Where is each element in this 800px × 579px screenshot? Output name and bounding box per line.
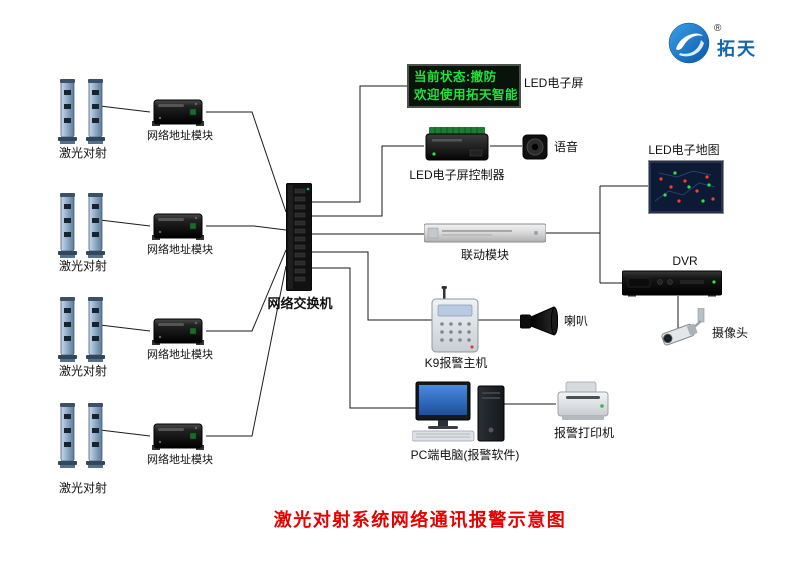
led-display-line2: 欢迎使用拓天智能: [414, 88, 519, 102]
wire-switch-pc: [312, 267, 416, 409]
printer-icon: [557, 381, 609, 420]
dvr-label: DVR: [672, 254, 698, 268]
led-controller-icon: [425, 127, 489, 161]
horn-label: 喇叭: [564, 314, 589, 328]
led-display-label: LED电子屏: [524, 76, 584, 90]
laser-pair-3: [58, 296, 106, 369]
voice-speaker: [522, 134, 548, 165]
wire-switch-controller: [312, 145, 424, 217]
k9-alarm-host-label: K9报警主机: [424, 356, 488, 370]
laser-pair-label: 激光对射: [58, 364, 107, 378]
network-module-label: 网络地址模块: [147, 454, 213, 466]
laser-tower-icon: [58, 193, 105, 258]
pc-workstation: [411, 380, 508, 447]
linkage-module-label: 联动模块: [460, 248, 509, 262]
wire-laser1-module1: [99, 105, 151, 113]
printer-label: 报警打印机: [553, 426, 614, 440]
led-controller-label: LED电子屏控制器: [409, 168, 505, 182]
wire-module1-switch: [206, 111, 287, 213]
pc-icon: [411, 381, 505, 442]
laser-pair-4: [58, 402, 106, 475]
led-display-line1: 当前状态:撤防: [414, 69, 497, 84]
brand-name: 拓天: [717, 39, 757, 59]
dvr-icon: [621, 270, 723, 297]
network-module-label: 网络地址模块: [147, 349, 213, 361]
led-controller: [424, 126, 490, 169]
voice-label: 语音: [554, 140, 579, 154]
voice-speaker-icon: [522, 134, 548, 160]
network-switch: [285, 182, 313, 296]
horn-speaker: [519, 306, 559, 341]
network-module-3: [150, 316, 206, 351]
led-display: 当前状态:撤防 欢迎使用拓天智能: [407, 64, 521, 108]
network-switch-label: 网络交换机: [267, 296, 333, 311]
network-module-icon: [152, 213, 204, 240]
dvr: [621, 270, 723, 302]
diagram-title: 激光对射系统网络通讯报警示意图: [273, 510, 567, 530]
laser-tower-icon: [58, 79, 105, 144]
laser-pair-label: 激光对射: [58, 259, 107, 273]
wire-laser3-module3: [99, 324, 151, 332]
wire-switch-ledscreen: [312, 85, 407, 203]
camera-label: 摄像头: [712, 326, 749, 340]
linkage-module: [423, 222, 547, 249]
camera-icon: [661, 307, 705, 346]
wire-laser2-module2: [99, 219, 151, 227]
network-module-label: 网络地址模块: [147, 130, 213, 142]
laser-pair-label: 激光对射: [58, 481, 107, 495]
wire-laser4-module4: [99, 429, 151, 437]
laser-pair-label: 激光对射: [58, 146, 107, 160]
network-module-2: [150, 211, 206, 246]
network-module-4: [150, 421, 206, 456]
linkage-module-icon: [423, 223, 547, 243]
camera: [658, 307, 706, 355]
network-switch-icon: [285, 182, 313, 292]
k9-alarm-host-icon: [431, 286, 479, 353]
wire-module4-switch: [206, 265, 287, 437]
horn-speaker-icon: [519, 306, 559, 336]
network-module-1: [150, 97, 206, 132]
brand-logo-icon: [668, 22, 710, 64]
brand-logo: ® 拓天: [668, 22, 788, 70]
laser-tower-icon: [58, 403, 105, 468]
laser-pair-2: [58, 192, 106, 265]
wire-module3-switch: [206, 249, 287, 332]
network-module-label: 网络地址模块: [147, 244, 213, 256]
led-map-icon: [649, 161, 723, 213]
network-module-icon: [152, 318, 204, 345]
network-module-icon: [152, 99, 204, 126]
led-map-label: LED电子地图: [648, 143, 720, 157]
wire-module2-switch: [206, 225, 287, 231]
led-map: [648, 160, 724, 214]
laser-tower-icon: [58, 297, 105, 362]
alarm-printer: [556, 380, 610, 429]
network-module-icon: [152, 423, 204, 450]
wire-switch-k9: [312, 251, 433, 321]
k9-alarm-host: [430, 286, 480, 359]
laser-pair-1: [58, 78, 106, 151]
registered-mark: ®: [714, 23, 722, 34]
pc-label: PC端电脑(报警软件): [410, 448, 520, 462]
